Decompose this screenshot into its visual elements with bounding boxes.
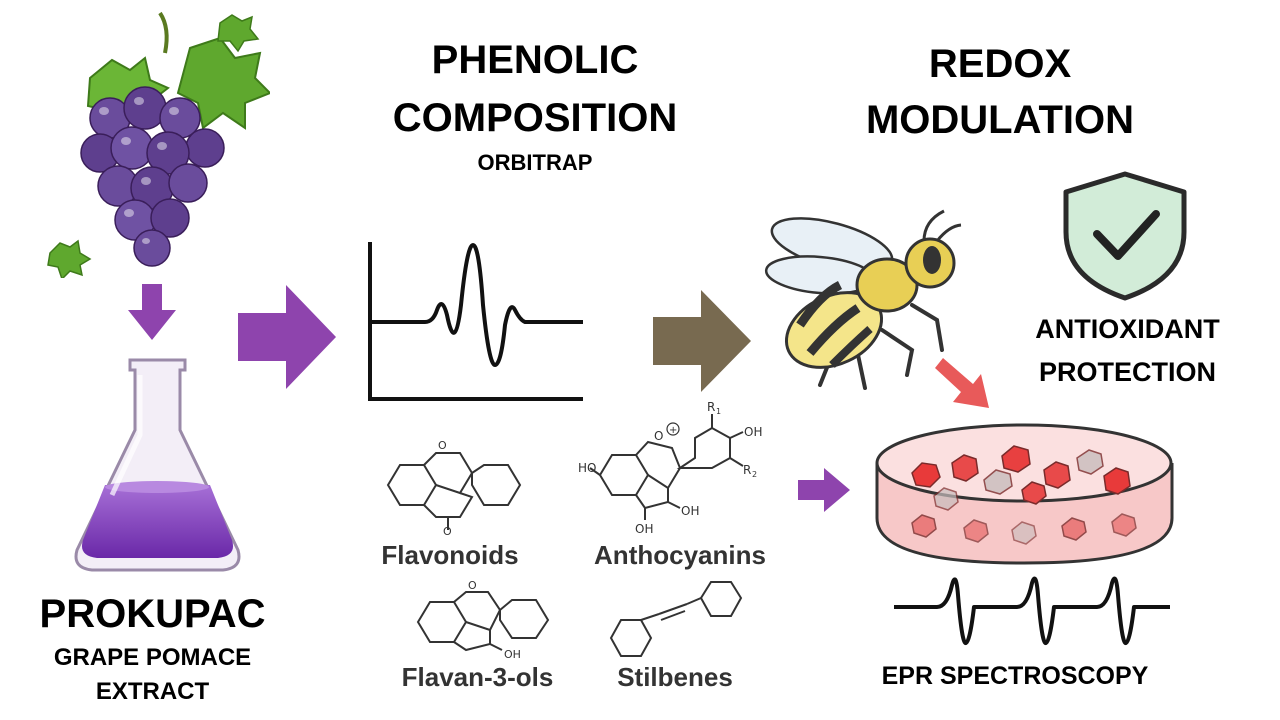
redox-title-line1: REDOX [928, 42, 1072, 86]
extract-subtitle-line2: EXTRACT [95, 678, 210, 705]
flavonoid-structure-icon: O O [386, 439, 522, 535]
anthocyanin-structure-icon: HO O + R 1 OH R 2 OH OH [578, 400, 762, 535]
flavonoid-ring-o-label: O [438, 439, 447, 452]
extract-title: PROKUPAC [39, 592, 266, 636]
epr-label: EPR SPECTROSCOPY [881, 662, 1149, 690]
flavanol-ring-o-label: O [468, 580, 477, 592]
right-arrow-icon [798, 468, 850, 512]
anthocyanin-charge-label: + [669, 425, 677, 436]
phenolic-title-line2: COMPOSITION [392, 96, 678, 140]
anthocyanin-oh-right-label: OH [744, 425, 762, 439]
flavonoid-keto-o-label: O [443, 525, 452, 535]
antioxidant-label-line1: ANTIOXIDANT [1035, 314, 1220, 344]
extract-subtitle-line1: GRAPE POMACE [53, 644, 252, 671]
down-right-arrow-icon [935, 358, 989, 408]
epr-spectrum-icon [894, 576, 1170, 646]
orbitrap-label: ORBITRAP [477, 150, 593, 175]
anthocyanin-oh-bottom-label: OH [635, 522, 653, 535]
phenolic-title-line1: PHENOLIC [431, 38, 639, 82]
flavanol-oh-label: OH [504, 648, 521, 661]
anthocyanin-r2-label: R [743, 463, 751, 477]
class-label-stilbenes: Stilbenes [617, 662, 733, 692]
bee-icon [764, 209, 962, 390]
shield-check-icon [1063, 171, 1187, 301]
anthocyanin-oxonium-label: O [654, 429, 663, 443]
anthocyanin-r1-sub-label: 1 [716, 407, 721, 416]
anthocyanin-r2-sub-label: 2 [752, 470, 757, 479]
class-label-anthocyanins: Anthocyanins [594, 540, 766, 570]
stilbene-structure-icon [609, 581, 743, 657]
grape-bunch-icon [47, 11, 270, 278]
anthocyanin-r1-label: R [707, 400, 715, 414]
down-arrow-icon [128, 284, 176, 340]
anthocyanin-oh-mid-label: OH [681, 504, 699, 518]
redox-title-line2: MODULATION [865, 98, 1135, 142]
right-arrow-icon [653, 290, 751, 392]
class-label-flavan-3-ols: Flavan-3-ols [401, 662, 554, 692]
petri-dish-icon [875, 423, 1174, 565]
anthocyanin-ho-left-label: HO [578, 461, 596, 475]
flask-icon [74, 358, 241, 572]
right-arrow-icon [238, 285, 336, 389]
class-label-flavonoids: Flavonoids [381, 540, 519, 570]
flavanol-structure-icon: O OH [416, 580, 550, 661]
antioxidant-label-line2: PROTECTION [1038, 357, 1216, 387]
orbitrap-spectrum-icon [368, 242, 583, 401]
